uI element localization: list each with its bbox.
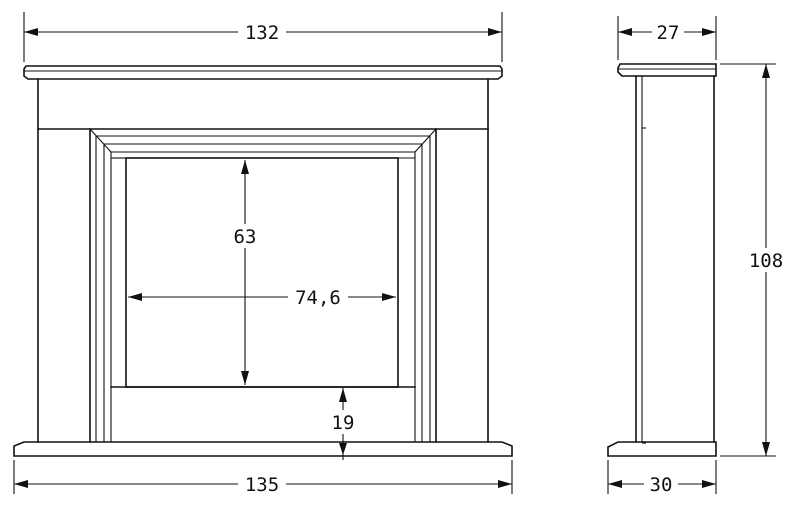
dimension-base-depth: 30	[607, 460, 717, 496]
base-depth-label: 30	[650, 474, 673, 496]
top-depth-label: 27	[657, 22, 680, 44]
dimension-top-depth: 27	[617, 16, 717, 60]
dimension-total-height: 108	[720, 63, 792, 457]
opening-height-label: 63	[234, 226, 257, 248]
fire-opening	[110, 157, 416, 388]
dimension-base-width: 135	[13, 460, 513, 496]
side-shelf	[617, 63, 717, 77]
front-view: 132 63 74,6 19	[13, 12, 513, 496]
dimension-opening-width: 74,6	[128, 285, 396, 309]
dimension-hearth-height: 19	[326, 388, 360, 460]
surround-moulding	[89, 128, 437, 443]
side-base	[607, 441, 717, 457]
base-width-label: 135	[245, 474, 279, 496]
mantel-body	[37, 78, 489, 443]
side-body	[635, 75, 715, 444]
hearth-height-label: 19	[332, 412, 355, 434]
dimension-top-width: 132	[23, 12, 503, 62]
total-height-label: 108	[749, 250, 783, 272]
opening-width-label: 74,6	[295, 287, 341, 309]
mantel-shelf	[23, 65, 503, 80]
dimension-opening-height: 63	[228, 160, 262, 385]
top-width-label: 132	[245, 22, 279, 44]
side-view: 27 108 30	[607, 16, 792, 496]
hearth-base	[13, 441, 513, 457]
